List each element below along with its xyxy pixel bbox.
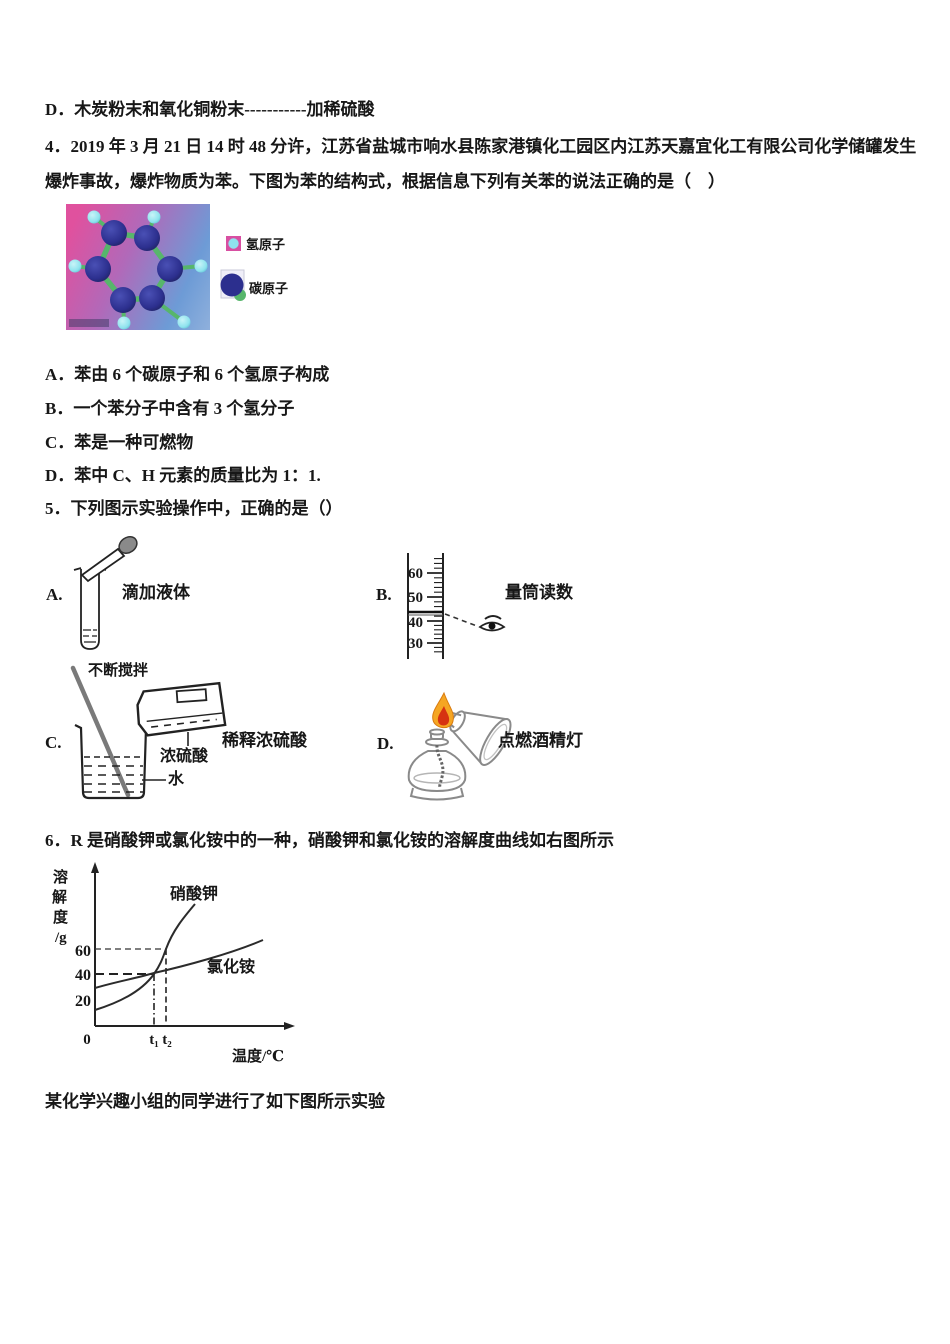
stirring-rod-icon	[70, 665, 131, 798]
solubility-graph: 溶 解 度 /g 60 40 20 0 t₁ t₂ 温度/℃ 硝酸钾 氯化铵	[52, 862, 295, 1065]
hydrogen-atoms	[68, 210, 208, 330]
graduated-cylinder-icon: 60 50 40 30	[407, 553, 444, 659]
alcohol-lamp-icon	[407, 728, 467, 801]
experiment-c-figure	[70, 665, 227, 800]
watermark-strip	[69, 319, 109, 327]
benzene-molecule	[68, 210, 208, 330]
experiment-a-key: A.	[46, 585, 63, 604]
experiment-b-key: B.	[376, 585, 392, 604]
q6-stem: 6．R 是硝酸钾或氯化铵中的一种，硝酸钾和氯化铵的溶解度曲线如右图所示	[45, 831, 615, 850]
x-tick-0: 0	[83, 1032, 91, 1048]
experiment-d-figure	[407, 691, 512, 801]
axes	[94, 870, 287, 1027]
beaker-icon	[74, 724, 153, 800]
kno3-curve-label: 硝酸钾	[170, 884, 218, 903]
nh4cl-curve	[94, 939, 264, 989]
experiment-c-caption: 稀释浓硫酸	[222, 731, 307, 750]
hydrogen-legend-swatch	[226, 236, 241, 251]
footer-line: 某化学兴趣小组的同学进行了如下图所示实验	[45, 1092, 385, 1111]
experiment-c-key: C.	[45, 733, 62, 752]
reagent-bottle-icon	[136, 681, 227, 737]
flame-icon	[432, 691, 454, 729]
y-axis-arrow	[91, 862, 99, 873]
acid-note: 浓硫酸	[160, 748, 209, 765]
experiment-d-key: D.	[377, 734, 394, 753]
y-tick-60: 60	[75, 943, 91, 960]
carbon-atom-icon	[220, 273, 244, 297]
x-tick-t2: t₂	[162, 1032, 172, 1048]
carbon-legend-label: 碳原子	[249, 281, 289, 296]
carbon-atoms	[85, 220, 183, 313]
carbon-legend-swatch	[220, 269, 246, 301]
experiment-d-caption: 点燃酒精灯	[498, 731, 583, 750]
experiment-b-caption: 量筒读数	[505, 583, 573, 602]
q4-stem-line1: 4．2019 年 3 月 21 日 14 时 48 分许，江苏省盐城市响水县陈家…	[45, 137, 917, 156]
dropper-icon	[80, 536, 138, 583]
sight-line	[444, 613, 478, 627]
q4-option-c: C．苯是一种可燃物	[45, 433, 194, 452]
experiment-a-figure	[73, 536, 138, 650]
y-tick-40: 40	[75, 967, 91, 984]
x-tick-t1: t₁	[149, 1032, 159, 1048]
stir-note: 不断搅拌	[88, 663, 149, 679]
cylinder-tick-30: 30	[408, 636, 423, 652]
x-axis-arrow	[284, 1022, 295, 1030]
y-axis-label-char1: 溶	[53, 868, 68, 886]
q4-option-a: A．苯由 6 个碳原子和 6 个氢原子构成	[45, 365, 330, 384]
kno3-curve	[94, 903, 196, 1011]
experiment-b-figure: 60 50 40 30	[407, 553, 506, 659]
experiment-a-caption: 滴加液体	[122, 583, 190, 602]
hydrogen-atom-icon	[228, 238, 239, 249]
cylinder-tick-60: 60	[408, 566, 423, 582]
y-tick-20: 20	[75, 993, 91, 1010]
y-axis-label-char3: 度	[53, 908, 69, 926]
q4-stem-line2: 爆炸事故，爆炸物质为苯。下图为苯的结构式，根据信息下列有关苯的说法正确的是（ ）	[45, 172, 725, 191]
test-tube-icon	[73, 567, 107, 650]
y-axis-label-char2: 解	[52, 888, 67, 906]
nh4cl-curve-label: 氯化铵	[207, 957, 255, 976]
q4-option-b: B．一个苯分子中含有 3 个氢分子	[45, 399, 295, 418]
water-note: 水	[168, 771, 185, 788]
x-axis-label: 温度/℃	[232, 1047, 284, 1065]
y-axis-label-unit: /g	[54, 930, 67, 946]
wick	[435, 744, 445, 789]
eye-icon	[478, 615, 506, 632]
q5-stem: 5．下列图示实验操作中，正确的是（）	[45, 499, 343, 518]
cylinder-tick-50: 50	[408, 590, 423, 606]
cylinder-tick-40: 40	[408, 615, 423, 631]
q4-option-d: D．苯中 C、H 元素的质量比为 1：1.	[45, 466, 321, 485]
hydrogen-legend-label: 氢原子	[246, 237, 286, 252]
q3-option-d-line: D．木炭粉末和氧化铜粉末-----------加稀硫酸	[45, 100, 375, 119]
